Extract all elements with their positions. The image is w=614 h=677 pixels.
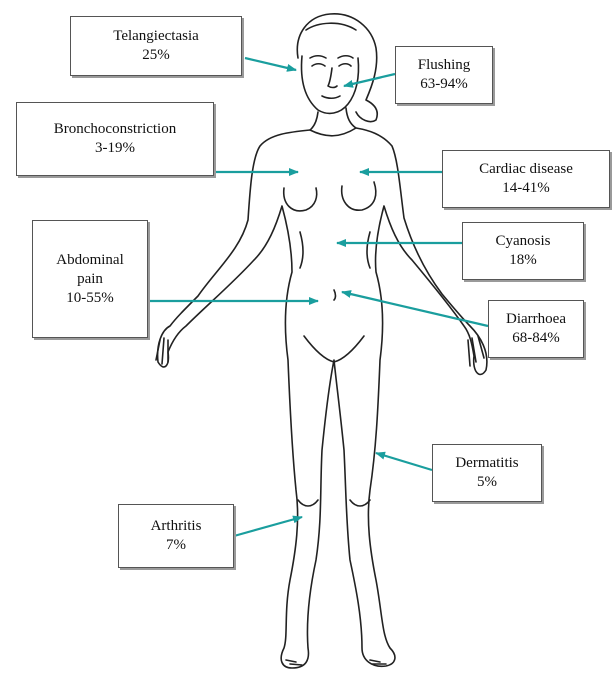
- dermatitis-percentage: 5%: [477, 473, 497, 492]
- abdominal-percentage: 10-55%: [66, 289, 114, 308]
- neck-right: [346, 108, 356, 128]
- neck-left: [310, 112, 318, 130]
- arrow-arthritis: [234, 517, 302, 536]
- cardiac-percentage: 14-41%: [502, 179, 550, 198]
- arrow-dermatitis: [376, 453, 432, 470]
- arthritis-name: Arthritis: [151, 517, 202, 536]
- bronchoconstriction-percentage: 3-19%: [95, 139, 135, 158]
- arthritis-percentage: 7%: [166, 536, 186, 555]
- dermatitis-name: Dermatitis: [455, 454, 518, 473]
- abdominal-name-line1: Abdominal: [56, 251, 124, 270]
- flushing-label: Flushing 63-94%: [395, 46, 493, 104]
- abdominal-label: Abdominal pain 10-55%: [32, 220, 148, 338]
- diarrhoea-percentage: 68-84%: [512, 329, 560, 348]
- telangiectasia-name: Telangiectasia: [113, 27, 199, 46]
- mouth: [322, 96, 340, 98]
- cardiac-name: Cardiac disease: [479, 160, 573, 179]
- flushing-percentage: 63-94%: [420, 75, 468, 94]
- telangiectasia-percentage: 25%: [142, 46, 170, 65]
- torso-and-legs: [158, 128, 487, 668]
- cyanosis-label: Cyanosis 18%: [462, 222, 584, 280]
- cardiac-label: Cardiac disease 14-41%: [442, 150, 610, 208]
- cyanosis-name: Cyanosis: [495, 232, 550, 251]
- diarrhoea-label: Diarrhoea 68-84%: [488, 300, 584, 358]
- bronchoconstriction-label: Bronchoconstriction 3-19%: [16, 102, 214, 176]
- arrow-telangiectasia: [245, 58, 296, 70]
- abdominal-name-line2: pain: [77, 270, 103, 289]
- cyanosis-percentage: 18%: [509, 251, 537, 270]
- bronchoconstriction-name: Bronchoconstriction: [54, 120, 176, 139]
- dermatitis-label: Dermatitis 5%: [432, 444, 542, 502]
- flushing-name: Flushing: [418, 56, 471, 75]
- diarrhoea-name: Diarrhoea: [506, 310, 566, 329]
- telangiectasia-label: Telangiectasia 25%: [70, 16, 242, 76]
- hair-outline: [297, 14, 377, 122]
- arthritis-label: Arthritis 7%: [118, 504, 234, 568]
